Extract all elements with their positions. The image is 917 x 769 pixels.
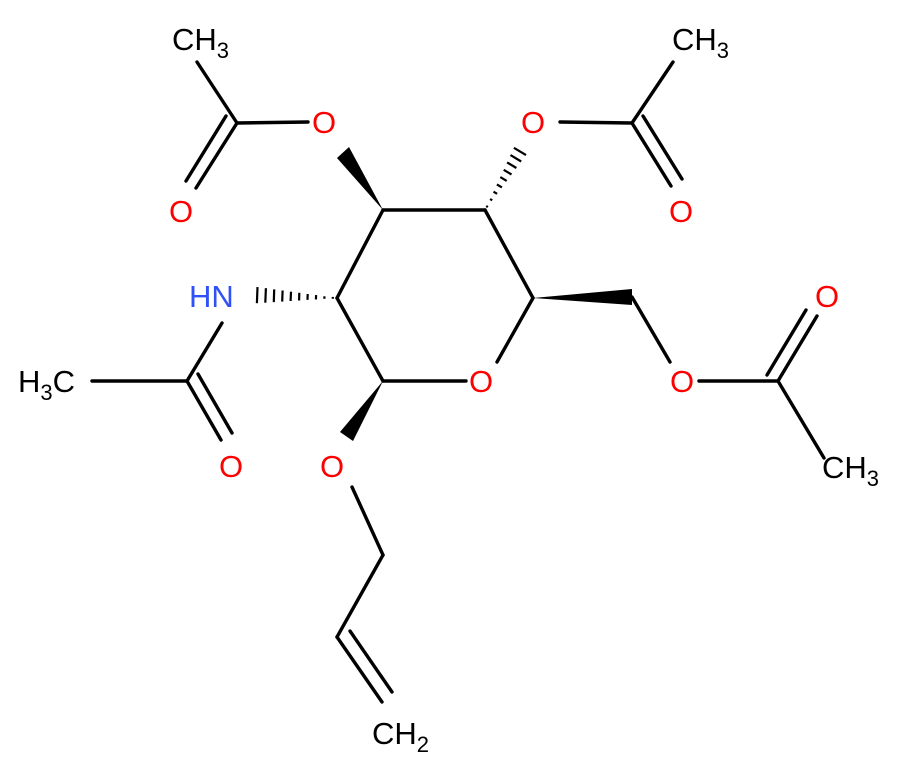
carbonyl-oxygen-c6-acetyl-label: O [815,279,839,314]
bond-acetyl-carbon-methyl-3 [776,379,826,460]
hash-c4-o4-stroke [492,190,498,195]
bond-acetyl-carbonyl-e [776,314,819,383]
bond-o1-allyl-ch2 [350,485,385,557]
hash-c4-o4-stroke [506,161,517,169]
bond-n-acetamide-carbon [185,321,224,383]
bond-c5-o5 [495,296,535,364]
bond-acetyl-carbon-methyl [195,60,239,125]
bond-c1-c2 [335,296,385,383]
bond-acetyl-carbonyl-f [765,308,808,377]
hash-c4-o4-stroke [489,198,493,202]
methylene-bottom-label: CH2 [372,716,429,757]
methyl-left-label: H3C [18,364,75,405]
bond-allyl-ch2-ch [335,553,385,639]
bond-acetamide-carbonyl-b [196,372,234,435]
atom-labels: CH3 CH3 O O O O O HN O O H3C O O CH3 CH2 [18,22,879,757]
ester-oxygen-c4-label: O [521,105,545,140]
hash-c4-o4 [485,146,527,209]
ester-oxygen-c3-label: O [312,105,336,140]
methyl-top-left-label: CH3 [172,22,229,63]
bond-c6-o6 [630,295,672,364]
hash-c2-n [255,287,334,304]
bond-lines [90,60,826,704]
hash-c4-o4-stroke [496,183,503,189]
bond-o3-acetyl-carbon [235,120,310,125]
carbonyl-oxygen-c4-acetyl-label: O [669,194,693,229]
hash-c2-n-stroke [264,288,267,303]
carbonyl-oxygen-c3-acetyl-label: O [169,194,193,229]
hash-c4-o4-stroke [499,176,508,182]
methyl-right-label: CH3 [822,450,879,491]
bond-acetyl-carbonyl-a [194,121,239,190]
ring-oxygen-label: O [469,364,493,399]
bond-acetyl-carbonyl-d [641,114,684,181]
bond-acetyl-carbon-methyl-2 [630,60,675,125]
hash-c4-o4-stroke [485,205,489,209]
bond-c4-c5 [483,208,535,300]
carbonyl-oxygen-acetamide-label: O [219,449,243,484]
wedge-c1-o1 [340,381,383,441]
hash-c4-o4-stroke [509,154,522,163]
ester-oxygen-c6-label: O [670,364,694,399]
bond-acetyl-carbonyl-b [184,114,228,183]
wedge-c5-c6 [533,289,632,305]
hash-c4-o4-stroke [513,146,527,157]
amide-nitrogen-label: HN [189,279,234,314]
bond-allyl-double-b [348,629,394,694]
methyl-top-right-label: CH3 [672,22,729,63]
hash-c2-n-stroke [255,287,259,304]
bond-acetyl-carbonyl-c [630,121,673,188]
bond-c2-c3 [335,208,385,300]
glycosidic-oxygen-label: O [320,449,344,484]
stereo-bonds [255,146,632,441]
bond-acetamide-carbonyl-a [185,379,223,442]
wedge-c3-o3 [337,147,383,210]
bond-o4-acetyl-carbon [558,120,634,125]
bond-allyl-double-a [335,635,384,704]
hash-c4-o4-stroke [503,168,513,176]
